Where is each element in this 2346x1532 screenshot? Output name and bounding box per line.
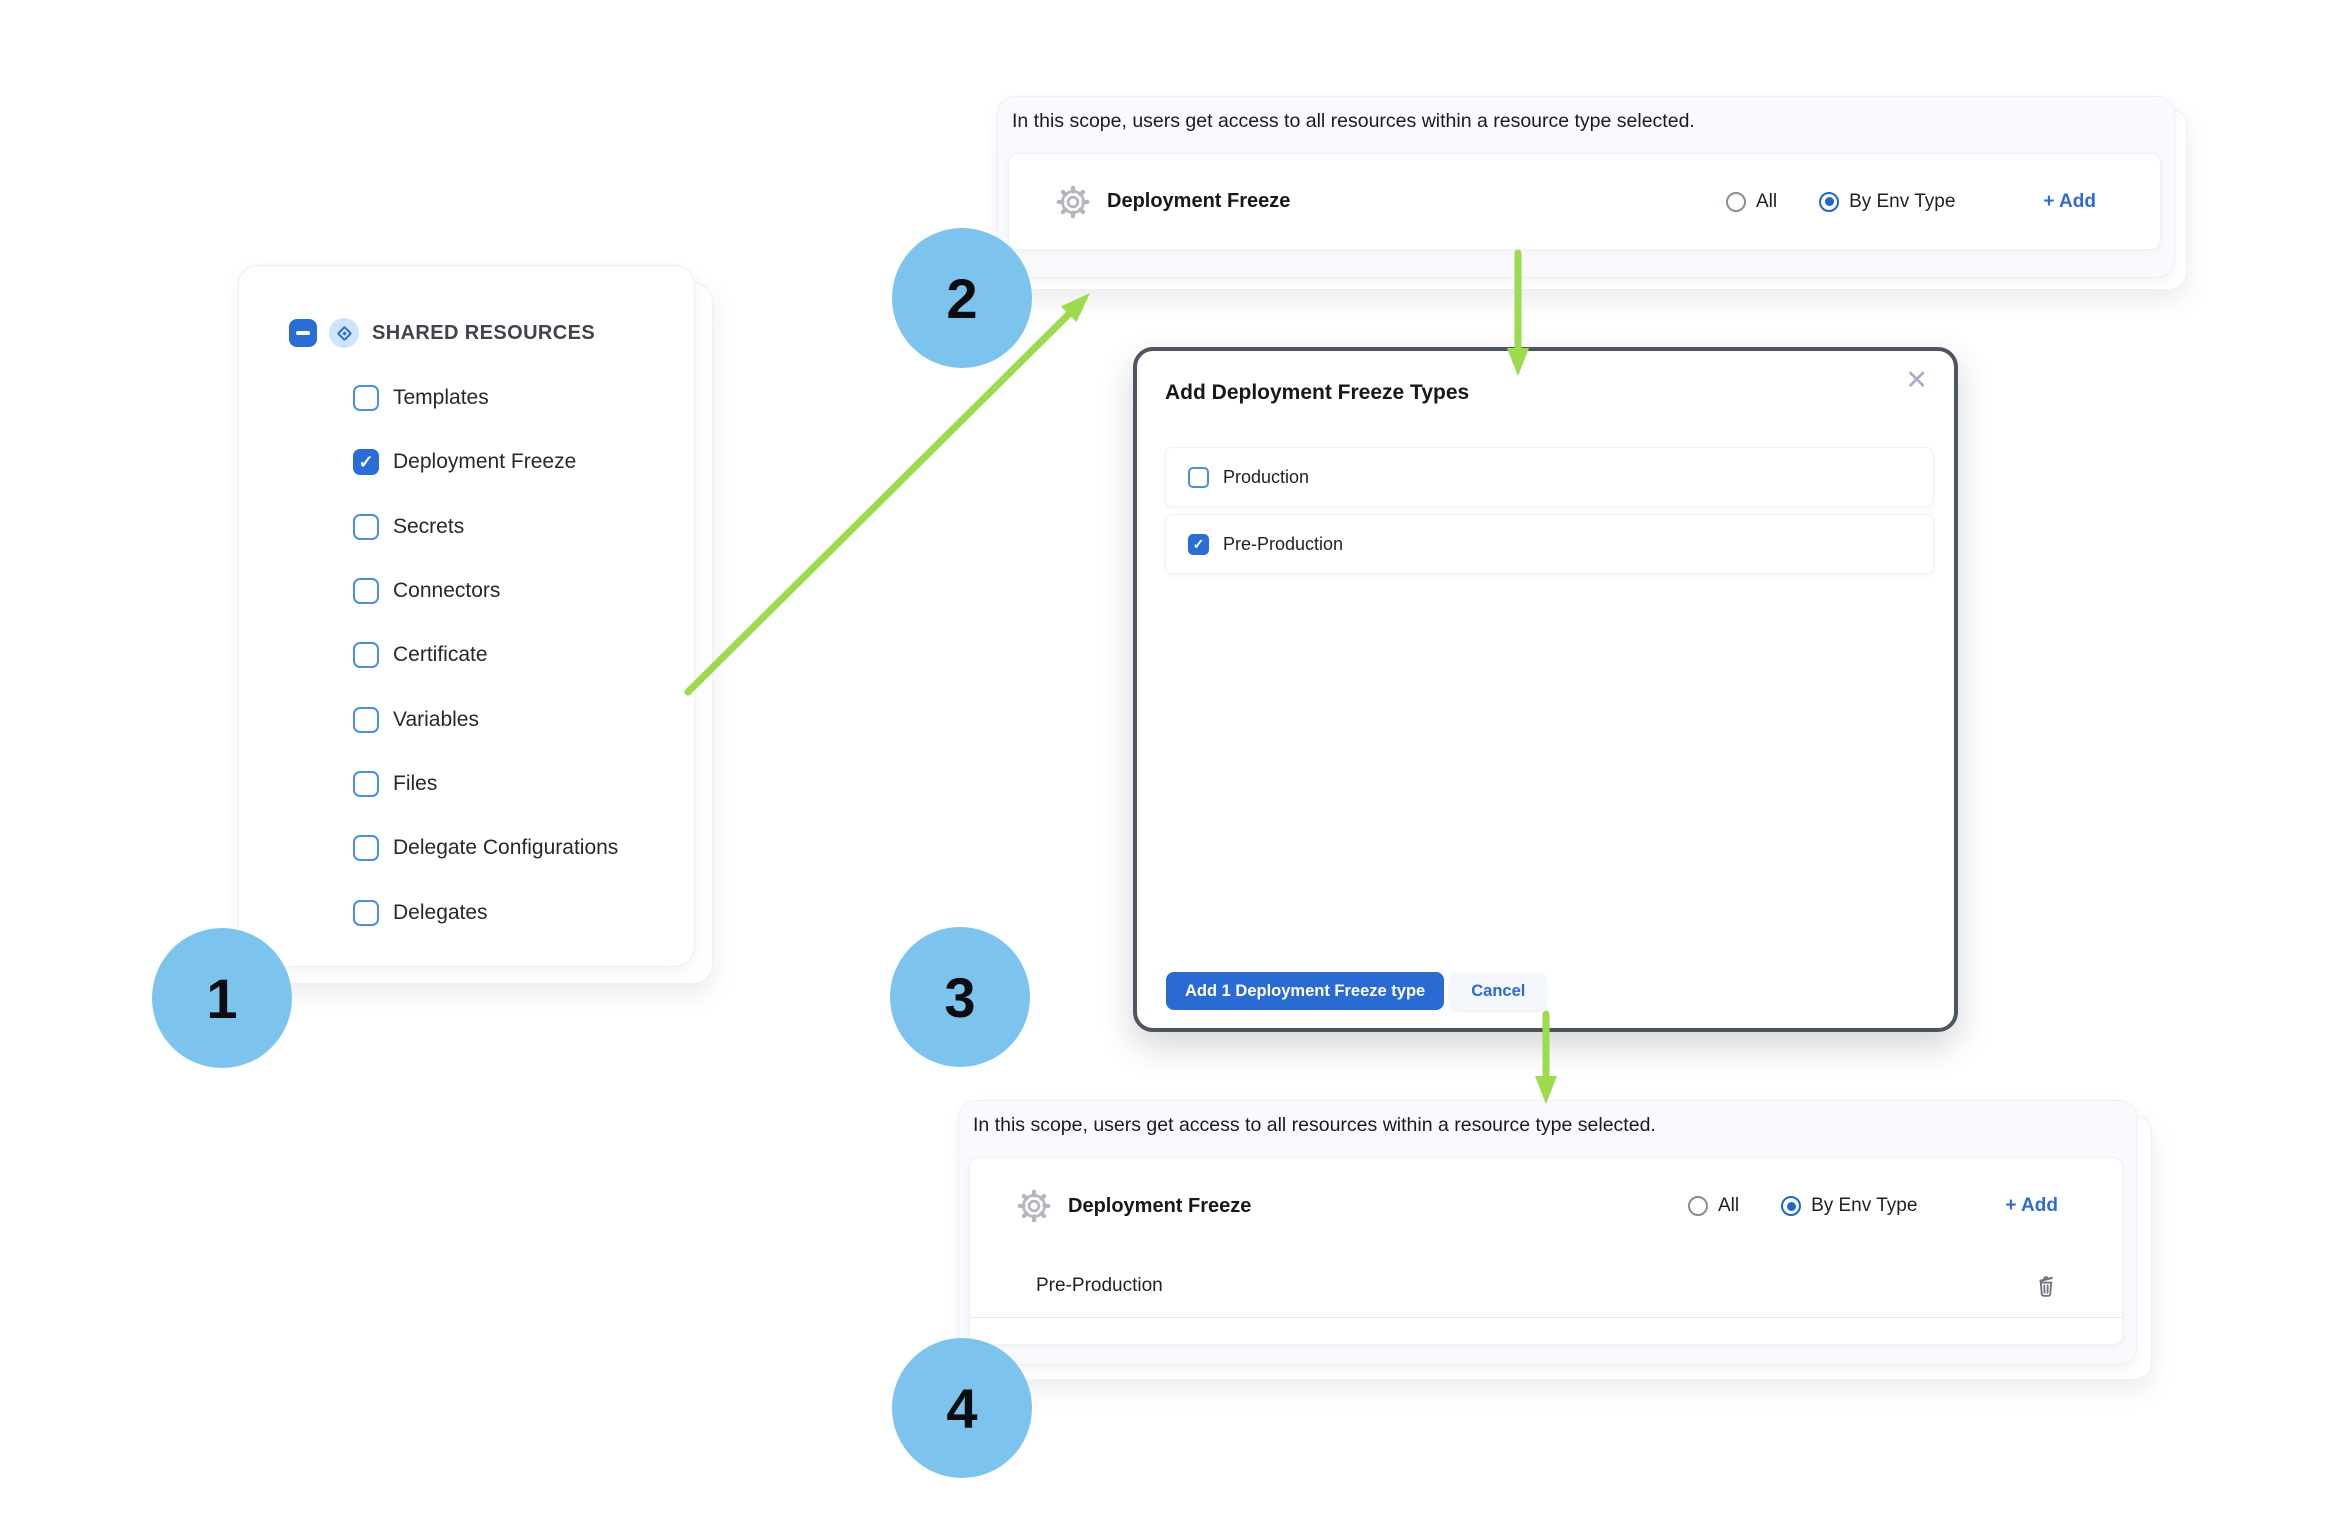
resource-type-list: Templates Deployment Freeze Secrets Conn… xyxy=(239,366,694,945)
list-item-deployment-freeze: Deployment Freeze xyxy=(239,430,694,494)
delegates-checkbox[interactable] xyxy=(353,899,379,926)
scope-panel-initial: In this scope, users get access to all r… xyxy=(997,96,2175,278)
radio-by-env-type-label: By Env Type xyxy=(1811,1195,1918,1216)
list-item-certificate: Certificate xyxy=(239,623,694,687)
trash-icon[interactable] xyxy=(2033,1273,2059,1299)
templates-label: Templates xyxy=(393,386,489,410)
pre-production-label: Pre-Production xyxy=(1223,533,1344,554)
radio-all-icon xyxy=(1687,1196,1708,1216)
delegate-configurations-label: Delegate Configurations xyxy=(393,836,619,860)
radio-all-label: All xyxy=(1755,190,1778,212)
step-badge-1: 1 xyxy=(152,928,292,1068)
arrow-panel1-to-panel2 xyxy=(684,293,1090,696)
deployment-freeze-label: Deployment Freeze xyxy=(393,450,577,474)
scope-description: In this scope, users get access to all r… xyxy=(1012,110,1695,132)
resource-name: Deployment Freeze xyxy=(1107,190,1291,212)
radio-option-by-env-type[interactable]: By Env Type xyxy=(1819,191,1955,213)
list-item-delegates: Delegates xyxy=(239,880,694,944)
production-label: Production xyxy=(1223,466,1310,487)
connectors-label: Connectors xyxy=(393,579,501,603)
radio-by-env-type-icon xyxy=(1781,1196,1802,1216)
shared-resources-panel: SHARED RESOURCES Templates Deployment Fr… xyxy=(238,265,695,967)
certificate-label: Certificate xyxy=(393,643,488,667)
minus-icon xyxy=(296,331,310,335)
selected-type-label: Pre-Production xyxy=(1036,1274,1163,1296)
templates-checkbox[interactable] xyxy=(353,385,379,412)
selected-type-row: Pre-Production xyxy=(970,1254,2122,1318)
close-icon[interactable]: ✕ xyxy=(1905,365,1928,395)
list-item-connectors: Connectors xyxy=(239,559,694,623)
radio-option-by-env-type[interactable]: By Env Type xyxy=(1781,1195,1917,1217)
deployment-freeze-row: Deployment Freeze All By Env Type + Add xyxy=(970,1158,2122,1254)
radio-all-label: All xyxy=(1717,1195,1740,1216)
scope-panel-result: In this scope, users get access to all r… xyxy=(958,1100,2137,1365)
gear-icon xyxy=(1056,185,1090,218)
shared-resources-header: SHARED RESOURCES xyxy=(289,318,595,348)
step-badge-3: 3 xyxy=(890,927,1030,1067)
option-row-production: Production xyxy=(1165,447,1934,507)
files-checkbox[interactable] xyxy=(353,770,379,797)
delegate-configurations-checkbox[interactable] xyxy=(353,835,379,862)
files-label: Files xyxy=(393,771,438,795)
secrets-checkbox[interactable] xyxy=(353,513,379,540)
list-item-files: Files xyxy=(239,752,694,816)
variables-label: Variables xyxy=(393,707,479,731)
scope-description: In this scope, users get access to all r… xyxy=(973,1114,1656,1136)
step-badge-4: 4 xyxy=(892,1338,1032,1478)
list-item-templates: Templates xyxy=(239,366,694,430)
deployment-freeze-checkbox[interactable] xyxy=(353,449,379,476)
confirm-add-button[interactable]: Add 1 Deployment Freeze type xyxy=(1166,972,1445,1010)
connectors-checkbox[interactable] xyxy=(353,578,379,605)
pre-production-checkbox[interactable] xyxy=(1188,533,1209,555)
list-item-delegate-configurations: Delegate Configurations xyxy=(239,816,694,880)
radio-option-all[interactable]: All xyxy=(1687,1195,1740,1217)
list-item-secrets: Secrets xyxy=(239,495,694,559)
option-row-pre-production: Pre-Production xyxy=(1165,514,1934,574)
production-checkbox[interactable] xyxy=(1188,466,1209,488)
shared-resources-title: SHARED RESOURCES xyxy=(372,321,596,344)
modal-footer: Add 1 Deployment Freeze type Cancel xyxy=(1166,972,1547,1010)
variables-checkbox[interactable] xyxy=(353,706,379,733)
shared-resources-icon xyxy=(329,318,359,348)
scope-radio-group: All By Env Type xyxy=(1725,190,1955,213)
scope-radio-group: All By Env Type xyxy=(1687,1195,1917,1217)
radio-option-all[interactable]: All xyxy=(1725,190,1778,213)
radio-by-env-type-label: By Env Type xyxy=(1849,190,1956,212)
select-all-indeterminate-checkbox[interactable] xyxy=(289,319,317,347)
resource-card: Deployment Freeze All By Env Type + Add xyxy=(1008,153,2161,250)
resource-card: Deployment Freeze All By Env Type + Add … xyxy=(969,1157,2123,1345)
add-button[interactable]: + Add xyxy=(2043,190,2096,212)
cancel-button[interactable]: Cancel xyxy=(1450,972,1547,1010)
add-freeze-types-modal: Add Deployment Freeze Types ✕ Production… xyxy=(1133,347,1958,1032)
delegates-label: Delegates xyxy=(393,900,488,924)
secrets-label: Secrets xyxy=(393,514,465,538)
deployment-freeze-row: Deployment Freeze All By Env Type + Add xyxy=(1009,154,2160,249)
certificate-checkbox[interactable] xyxy=(353,642,379,669)
step-badge-2: 2 xyxy=(892,228,1032,368)
list-item-variables: Variables xyxy=(239,687,694,751)
add-button[interactable]: + Add xyxy=(2005,1195,2058,1216)
resource-name: Deployment Freeze xyxy=(1068,1194,1252,1217)
modal-title: Add Deployment Freeze Types xyxy=(1165,381,1470,404)
gear-icon xyxy=(1017,1189,1051,1223)
radio-by-env-type-icon xyxy=(1819,191,1840,212)
radio-all-icon xyxy=(1725,191,1746,212)
